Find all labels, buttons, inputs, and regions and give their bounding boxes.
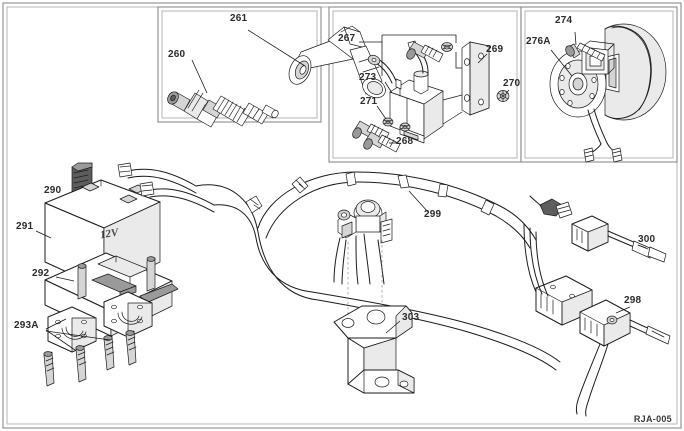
callout-270: 270 bbox=[503, 78, 521, 89]
battery-cables bbox=[117, 162, 215, 213]
callout-261: 261 bbox=[230, 13, 248, 24]
connector-cluster-lower bbox=[535, 275, 671, 417]
callout-293A: 293A bbox=[14, 320, 39, 331]
spark-plug-cap bbox=[247, 25, 386, 99]
battery-clamp-right bbox=[103, 291, 153, 338]
callout-267: 267 bbox=[338, 33, 356, 44]
callout-268: 268 bbox=[396, 136, 414, 147]
callout-292: 292 bbox=[32, 268, 50, 279]
coil-bolt-lower bbox=[352, 120, 401, 153]
callout-274: 274 bbox=[555, 15, 573, 26]
harness-centre-components bbox=[333, 199, 393, 314]
callout-276A: 276A bbox=[526, 36, 551, 47]
flywheel-box bbox=[520, 6, 678, 163]
flywheel-bolt bbox=[565, 31, 606, 62]
callout-260: 260 bbox=[168, 49, 186, 60]
callout-300: 300 bbox=[638, 234, 656, 245]
mounting-bracket bbox=[333, 305, 415, 394]
coil-nut bbox=[442, 89, 510, 125]
callout-290: 290 bbox=[44, 185, 62, 196]
callout-271: 271 bbox=[360, 96, 378, 107]
callout-298: 298 bbox=[624, 295, 642, 306]
coil-washers bbox=[376, 105, 411, 132]
callout-299: 299 bbox=[424, 209, 442, 220]
wiring-harness bbox=[195, 171, 561, 371]
coil-bracket bbox=[461, 41, 490, 116]
callout-269: 269 bbox=[486, 44, 504, 55]
connector-cluster-upper bbox=[529, 195, 667, 263]
callout-291: 291 bbox=[16, 221, 34, 232]
battery-clamp-left bbox=[47, 306, 97, 353]
harness-lower-tails bbox=[523, 223, 549, 297]
callout-273: 273 bbox=[359, 72, 377, 83]
spark-plug-assembly bbox=[167, 59, 279, 128]
diagram-code: RJA-005 bbox=[633, 414, 672, 424]
clamp-bolts bbox=[43, 318, 137, 387]
coil-bolt-upper bbox=[359, 34, 466, 76]
callout-303: 303 bbox=[402, 312, 420, 323]
flywheel-assembly bbox=[549, 23, 667, 163]
